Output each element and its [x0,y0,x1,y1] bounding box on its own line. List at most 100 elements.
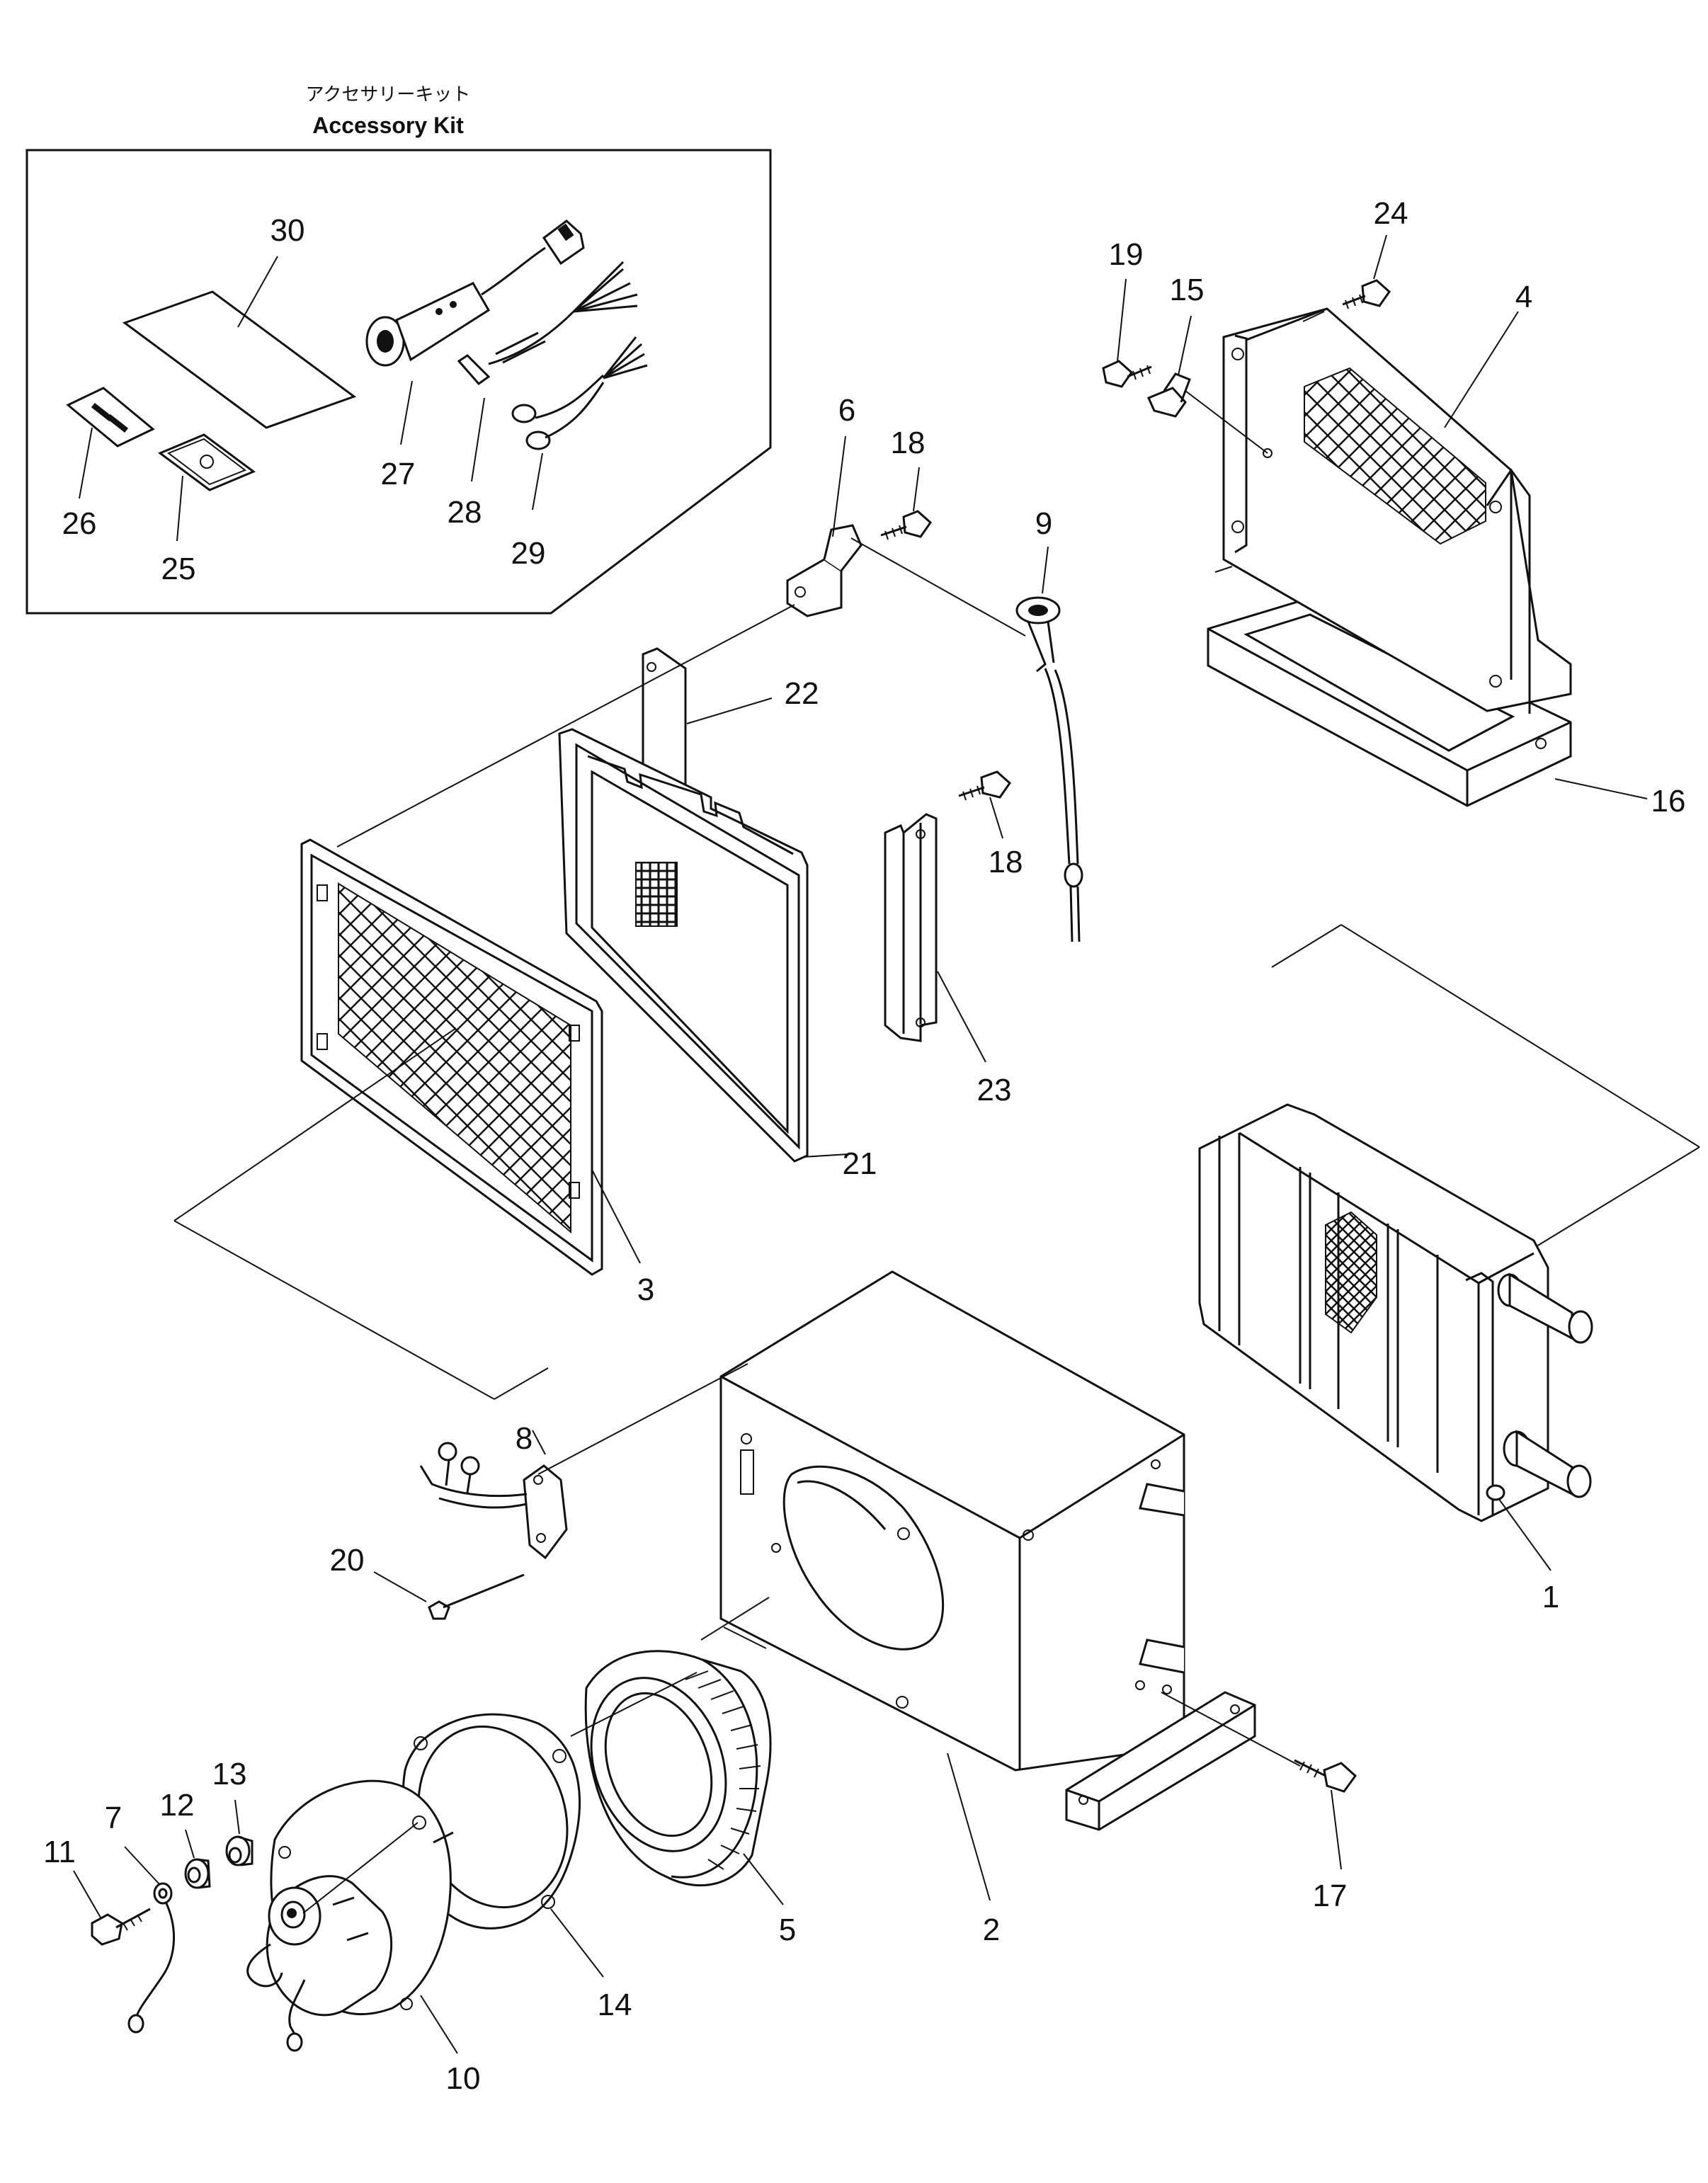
callout-7: 7 [105,1801,122,1835]
callout-16: 16 [1651,784,1686,819]
callout-24: 24 [1374,196,1408,231]
assembly-line-24 [1302,311,1325,322]
leader-18-lower [989,797,1003,839]
leader-17 [1331,1789,1342,1870]
leader-22 [686,697,773,724]
leader-26 [79,427,93,499]
leader-5 [743,1853,784,1905]
leader-12 [185,1829,195,1859]
part-1-heater-core [1198,924,1700,1522]
part-8-resistor [419,1442,568,1560]
callout-4: 4 [1515,280,1532,314]
assembly-line-5-case-b [700,1597,770,1641]
callout-27: 27 [381,457,416,491]
assembly-line-3-b [173,1220,495,1400]
part-2-case [719,1270,1185,1772]
assembly-line-10 [302,1822,419,1914]
part-15-clip [1147,372,1191,418]
assembly-line-1-c [1536,1146,1700,1247]
callout-25: 25 [161,552,196,586]
callout-2: 2 [983,1913,1000,1947]
assembly-line-17 [1161,1692,1301,1767]
part-5-fan [584,1650,772,1887]
part-25-plate [157,433,256,491]
callout-6: 6 [838,393,855,428]
heater-pipe-upper [1497,1272,1593,1344]
part-3-grille [300,838,603,1276]
part-6-bracket [786,524,862,617]
duct-assembly-group: 16 4 15 [1102,196,1686,819]
leader-29 [532,452,543,511]
assembly-line-1-b [1340,924,1700,1148]
part-23-stay [884,813,938,1042]
part-27-switch [365,220,585,367]
callout-18-upper: 18 [891,426,926,460]
part-19-bolt [1102,360,1152,388]
part-12-washer [184,1858,211,1889]
control-parts-group: 6 18 9 22 [642,393,1083,1107]
callout-29: 29 [511,536,546,571]
callout-13: 13 [212,1757,247,1791]
callout-1: 1 [1542,1580,1559,1614]
leader-21 [802,1153,849,1158]
assembly-line-3-6 [336,604,795,848]
assembly-line-6-9 [850,537,1026,637]
leader-3 [591,1169,641,1264]
case-stay [1065,1691,1256,1831]
heater-pipe-lower [1486,1430,1592,1501]
part-13-grommet [225,1835,254,1866]
leader-9 [1042,546,1049,594]
part-21-filter [558,728,809,1163]
part-18-bolt-upper [880,510,932,540]
part-24-bolt [1342,279,1391,309]
callout-26: 26 [62,506,97,541]
callout-5: 5 [779,1913,796,1947]
leader-20 [373,1571,427,1602]
leader-27 [400,380,413,445]
callout-8: 8 [516,1421,533,1456]
assembly-line-8 [537,1363,748,1475]
kit-title-english: Accessory Kit [312,113,464,138]
filter-panels-group: 21 3 [173,604,877,1400]
callout-11: 11 [43,1835,76,1869]
leader-2 [947,1752,991,1901]
leader-6 [832,435,846,537]
leader-13 [234,1799,240,1835]
callout-12: 12 [160,1788,195,1823]
callout-18-lower: 18 [989,845,1023,879]
assembly-line-3-c [494,1367,549,1400]
part-11-bolt [91,1908,151,1946]
callout-28: 28 [448,495,482,530]
leader-25 [176,475,183,542]
part-26-label [66,387,155,448]
callout-19: 19 [1109,237,1144,272]
part-28-harness [457,261,638,386]
kit-frame [25,149,772,615]
leader-7 [124,1846,161,1886]
part-10-motor [246,1779,454,2052]
leader-16 [1554,778,1648,799]
assembly-line-5-case [723,1626,767,1649]
leader-11 [73,1870,101,1918]
assembly-line-14-fan [570,1672,698,1737]
callout-22: 22 [785,676,819,711]
leader-19 [1117,278,1127,362]
assembly-line-3-a [173,1027,457,1221]
leader-14 [550,1908,604,1978]
callout-10: 10 [446,2061,481,2096]
part-7-ground-wire [127,1882,176,2034]
callout-23: 23 [977,1073,1012,1107]
leader-4 [1444,311,1519,428]
part-4-duct [1214,307,1572,714]
leader-1 [1498,1498,1552,1571]
accessory-kit-group: アクセサリーキット Accessory Kit 30 26 25 [25,84,772,615]
leader-18-upper [913,467,920,512]
callout-20: 20 [330,1543,365,1578]
leader-30 [237,256,278,328]
leader-28 [471,397,485,482]
leader-15 [1178,315,1192,376]
leader-10 [420,1995,458,2054]
assembly-line-15 [1185,390,1268,454]
part-29-harness [511,336,648,450]
part-9-cable [1015,596,1083,942]
